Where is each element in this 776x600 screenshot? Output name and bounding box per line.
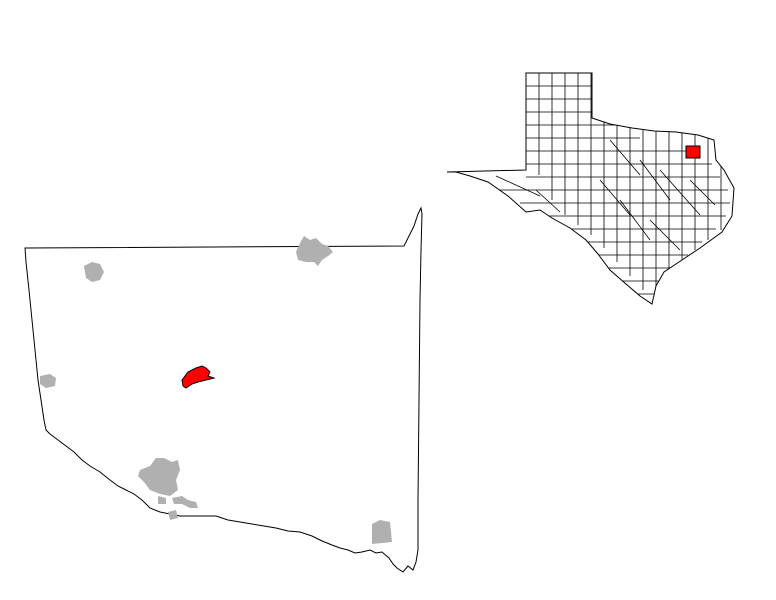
place-south-small-3 bbox=[168, 510, 178, 520]
texas-locator-map bbox=[446, 72, 735, 305]
county-outline bbox=[24, 206, 423, 573]
other-places bbox=[40, 236, 392, 544]
highlighted-place bbox=[181, 365, 216, 389]
highlighted-county bbox=[685, 145, 701, 159]
texas-outline bbox=[446, 72, 735, 305]
place-south-small-2 bbox=[172, 496, 198, 508]
place-south-large bbox=[138, 458, 180, 496]
place-south-small-1 bbox=[158, 496, 166, 504]
place-west bbox=[40, 374, 56, 388]
place-north-west bbox=[84, 262, 104, 282]
place-south-east bbox=[372, 520, 392, 544]
place-north-east bbox=[296, 236, 333, 266]
